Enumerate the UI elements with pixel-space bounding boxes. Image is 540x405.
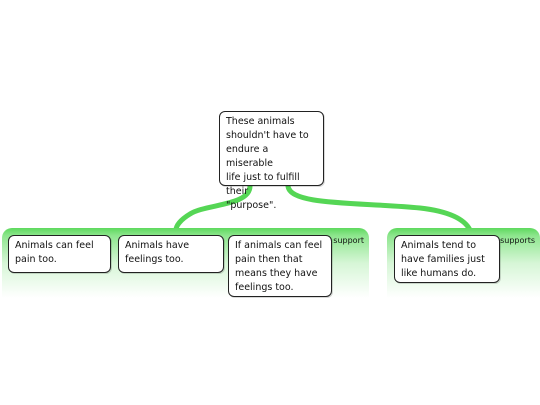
central-topic-line: "purpose". — [226, 200, 277, 211]
subtopic-line: have families just — [401, 254, 485, 265]
subtopic-line: feelings too. — [125, 254, 184, 265]
support-group-label: support — [333, 236, 364, 245]
subtopic-node-feel-pain[interactable]: Animals can feel pain too. — [8, 235, 111, 273]
subtopic-line: pain too. — [15, 254, 57, 265]
central-topic-line: These animals — [226, 116, 295, 127]
connector-left — [173, 183, 253, 233]
subtopic-node-have-families[interactable]: Animals tend to have families just like … — [394, 235, 500, 283]
subtopic-line: like humans do. — [401, 268, 477, 279]
central-topic-node[interactable]: These animals shouldn't have to endure a… — [219, 111, 324, 211]
central-topic-line: life just to fulfill their — [226, 172, 300, 197]
subtopic-line: If animals can feel — [235, 240, 323, 251]
connector-right — [285, 183, 473, 233]
subtopic-line: Animals tend to — [401, 240, 477, 251]
subtopic-node-have-feelings[interactable]: Animals have feelings too. — [118, 235, 224, 273]
subtopic-line: Animals have — [125, 240, 190, 251]
subtopic-line: Animals can feel — [15, 240, 94, 251]
subtopic-line: feelings too. — [235, 282, 294, 293]
subtopic-line: pain then that — [235, 254, 303, 265]
subtopic-line: means they have — [235, 268, 318, 279]
central-topic-line: endure a miserable — [226, 144, 273, 169]
central-topic-line: shouldn't have to — [226, 130, 309, 141]
supports-group-label: supports — [500, 236, 535, 245]
subtopic-node-pain-means-feelings[interactable]: If animals can feel pain then that means… — [228, 235, 332, 297]
